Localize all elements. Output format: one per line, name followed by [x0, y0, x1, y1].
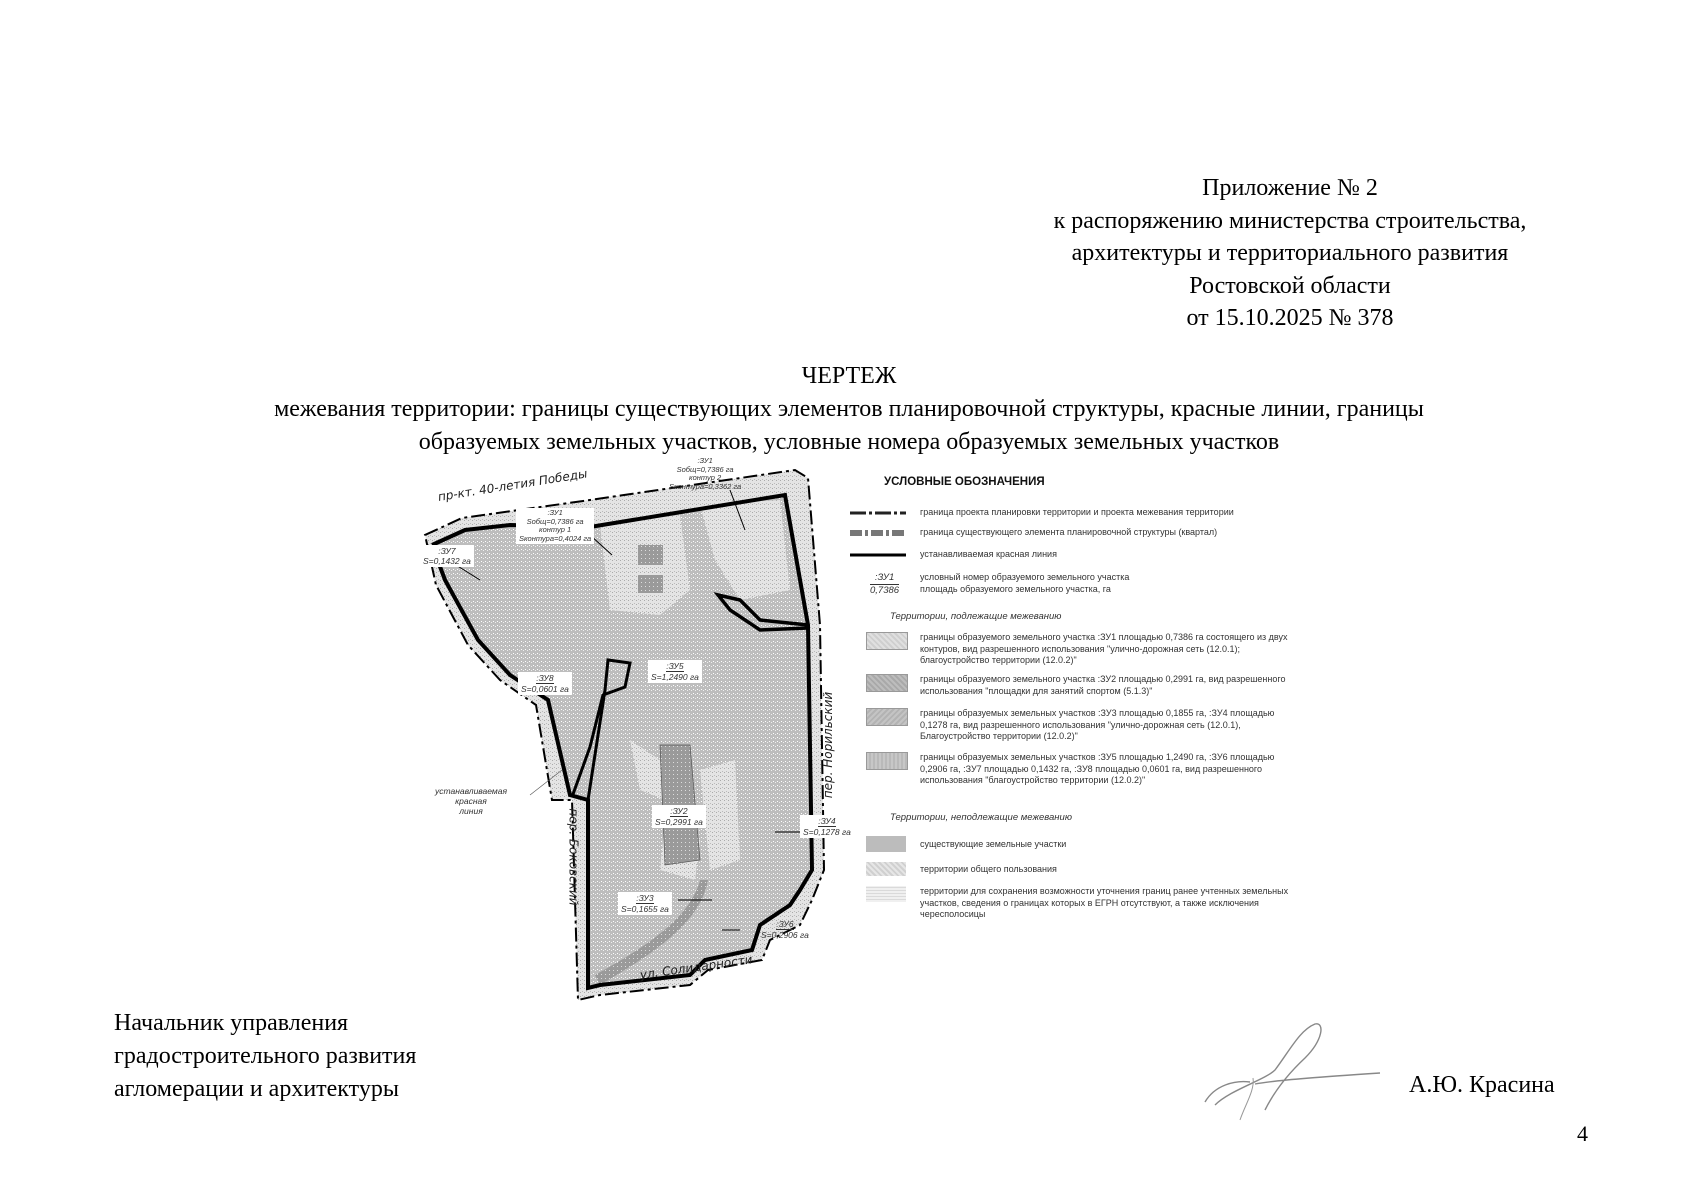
plot-number: :ЗУ7 [438, 546, 456, 556]
handwritten-signature [1204, 1023, 1381, 1121]
dashed-gray-line-icon [850, 530, 906, 536]
legend-text-line: условный номер образуемого земельного уч… [920, 572, 1130, 582]
red-line-callout: устанавливаемая красная линия [432, 785, 510, 817]
plot-area: Sобщ=0,7386 га [526, 516, 584, 526]
header-line: от 15.10.2025 № 378 [1186, 305, 1394, 331]
plot-number: :ЗУ1 [697, 456, 713, 465]
plot-area: S=0,0601 га [521, 684, 569, 694]
plot-label-zu7: :ЗУ7 S=0,1432 га [420, 545, 474, 567]
legend-text: границы образуемых земельных участков :З… [920, 708, 1275, 741]
street-label-right: пер. Норильский [821, 691, 836, 799]
legend-text: граница проекта планировки территории и … [920, 507, 1234, 517]
legend-text: граница существующего элемента планирово… [920, 527, 1218, 537]
signatory-position: Начальник управления градостроительного … [114, 1007, 416, 1106]
public-territory [630, 740, 665, 800]
legend-text: существующие земельные участки [920, 839, 1067, 849]
plot-number: :ЗУ5 [666, 661, 684, 672]
fill-swatch-icon [866, 752, 908, 770]
plot-label-zu1-contour2: :ЗУ1 Sобщ=0,7386 га контур 2 Sконтура=0,… [666, 456, 744, 492]
page-number: 4 [1577, 1121, 1588, 1146]
document-title: ЧЕРТЕЖ межевания территории: границы сущ… [0, 360, 1698, 459]
fill-swatch-icon [866, 886, 906, 902]
callout-line: устанавливаемая [435, 786, 507, 796]
position-line: Начальник управления [114, 1010, 349, 1036]
legend-text: границы образуемого земельного участка :… [920, 674, 1286, 696]
plot-label-zu6: :ЗУ6 S=0,2906 га [758, 918, 812, 941]
position-line: градостроительного развития [114, 1043, 417, 1069]
plot-contour: контур 1 [539, 525, 572, 534]
legend-text: границы образуемых земельных участков :З… [920, 752, 1275, 785]
legend-title: УСЛОВНЫЕ ОБОЗНАЧЕНИЯ [884, 476, 1045, 488]
legend-section-heading: Территории, неподлежащие межеванию [890, 812, 1072, 823]
plot-area: S=1,2490 га [651, 672, 699, 682]
plot-number: :ЗУ3 [636, 893, 654, 904]
callout-line: красная [455, 796, 487, 806]
plot-area: S=0,1432 га [423, 556, 471, 566]
fill-swatch-icon [866, 862, 906, 876]
plot-number: :ЗУ4 [818, 816, 836, 827]
plot-label-zu2: :ЗУ2 S=0,2991 га [652, 805, 706, 828]
plot-area: S=0,2991 га [655, 817, 703, 827]
leader-line [529, 769, 563, 796]
legend-section-heading: Территории, подлежащие межеванию [890, 611, 1062, 622]
header-line: Ростовской области [1189, 272, 1391, 299]
street-label-left: пер. Боковский [566, 808, 581, 906]
plot-label-sample: :ЗУ1 0,7386 [870, 572, 900, 597]
legend-text: устанавливаемая красная линия [920, 549, 1057, 559]
fill-swatch-icon [866, 674, 908, 692]
fill-swatch-icon [866, 708, 908, 726]
fill-swatch-icon [866, 632, 908, 650]
title-subtitle-line: межевания территории: границы существующ… [274, 396, 1424, 422]
plot-label-zu1-contour1: :ЗУ1 Sобщ=0,7386 га контур 1 Sконтура=0,… [516, 508, 595, 544]
plot-contour: контур 2 [689, 473, 722, 482]
plot-label-zu4: :ЗУ4 S=0,1278 га [800, 815, 854, 838]
public-territory [700, 500, 790, 600]
map-legend: УСЛОВНЫЕ ОБОЗНАЧЕНИЯ граница проекта пла… [850, 476, 1300, 936]
position-line: агломерации и архитектуры [114, 1076, 399, 1102]
legend-text: границы образуемого земельного участка :… [920, 632, 1288, 665]
plot-number: :ЗУ1 [870, 572, 900, 585]
legend-text: территории общего пользования [920, 864, 1057, 874]
legend-text-line: площадь образуемого земельного участка, … [920, 583, 1111, 594]
solid-line-icon [850, 553, 906, 557]
building [638, 545, 663, 565]
leader-line [455, 564, 481, 581]
plot-number: :ЗУ6 [776, 919, 794, 930]
leader-line [729, 489, 746, 531]
legend-text: условный номер образуемого земельного уч… [920, 572, 1300, 595]
plot-area: S=0,1278 га [803, 827, 851, 837]
plot-area: S=0,1655 га [621, 904, 669, 914]
red-line-strip [570, 658, 632, 801]
fill-swatch-icon [866, 836, 906, 852]
plot-area: Sобщ=0,7386 га [676, 464, 734, 474]
dash-dot-line-icon [850, 511, 906, 515]
callout-line: линия [459, 806, 483, 816]
legend-text: территории для сохранения возможности ут… [920, 886, 1289, 919]
signer-name: А.Ю. Красина [1409, 1072, 1555, 1098]
plot-area: 0,7386 [870, 585, 900, 596]
building [638, 575, 663, 593]
red-line-loop [713, 592, 809, 632]
title-heading: ЧЕРТЕЖ [801, 363, 897, 389]
plot-contour-area: Sконтура=0,3362 га [669, 481, 742, 491]
plot-label-zu3: :ЗУ3 S=0,1655 га [618, 892, 672, 915]
header-line: к распоряжению министерства строительств… [1053, 207, 1527, 234]
appendix-header: Приложение № 2 к распоряжению министерст… [980, 172, 1600, 335]
plot-number: :ЗУ8 [536, 673, 554, 684]
title-subtitle-line: образуемых земельных участков, условные … [418, 429, 1280, 455]
header-line: Приложение № 2 [1202, 175, 1378, 201]
plot-number: :ЗУ2 [670, 806, 688, 817]
plot-label-zu8: :ЗУ8 S=0,0601 га [518, 672, 572, 695]
plot-label-zu5: :ЗУ5 S=1,2490 га [648, 660, 702, 683]
public-territory [700, 760, 740, 870]
plot-contour-area: Sконтура=0,4024 га [519, 533, 592, 543]
plot-number: :ЗУ1 [547, 508, 563, 517]
plot-area: S=0,2906 га [761, 930, 809, 940]
plot-zu3-strip [595, 880, 708, 985]
header-line: архитектуры и территориального развития [1071, 240, 1509, 266]
